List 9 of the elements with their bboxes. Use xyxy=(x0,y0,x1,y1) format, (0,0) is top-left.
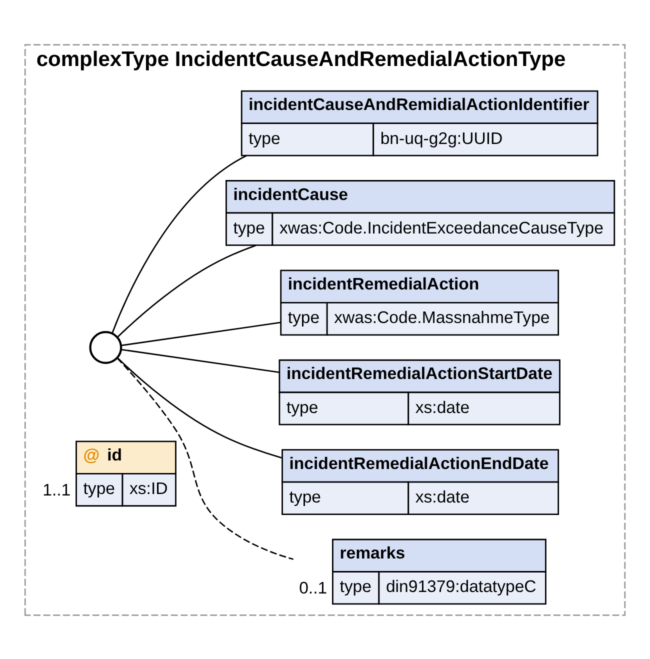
connector xyxy=(116,356,294,560)
connector xyxy=(117,244,256,337)
connector xyxy=(121,348,280,373)
connector xyxy=(117,357,282,458)
connector xyxy=(121,321,281,346)
connector xyxy=(112,154,247,333)
node-label: 1..1 xyxy=(42,480,71,500)
node-circle xyxy=(89,330,122,364)
node-label: 0..1 xyxy=(299,578,328,598)
